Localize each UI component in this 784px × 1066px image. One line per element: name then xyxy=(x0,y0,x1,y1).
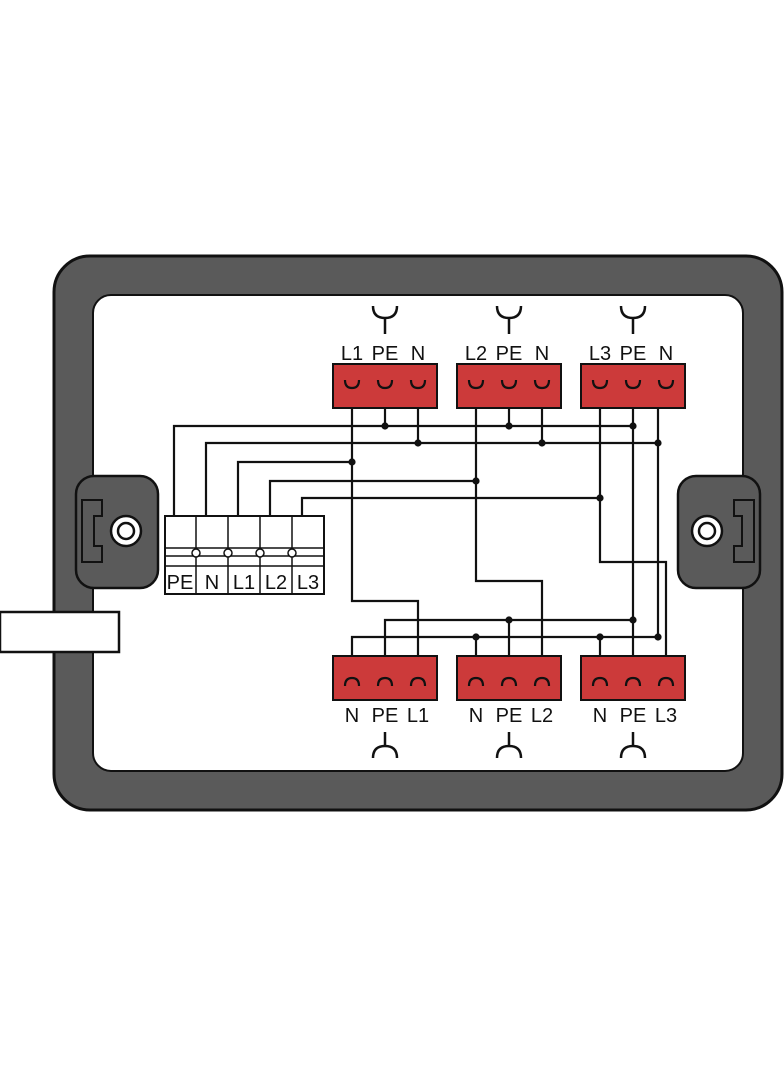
top-connector-3-pin-1: L3 xyxy=(589,343,611,365)
top-connector-3-pin-2: PE xyxy=(620,343,647,365)
pin-clips xyxy=(343,379,675,687)
pin-clip-icon xyxy=(376,676,394,687)
screw-hole-icon xyxy=(109,514,143,548)
junction-dot xyxy=(538,439,546,447)
top-connector-1-pin-3: N xyxy=(411,343,425,365)
top-connector-2-pin-2: PE xyxy=(496,343,523,365)
bottom-connector-1-pin-3: L1 xyxy=(407,705,429,727)
pin-clip-icon xyxy=(657,379,675,390)
terminal-label-l2: L2 xyxy=(265,572,287,594)
pin-clip-icon xyxy=(409,676,427,687)
wire-l3 xyxy=(598,392,668,678)
right-mounting-lug xyxy=(676,474,762,590)
wire-l2-bus xyxy=(268,479,476,518)
pin-clip-icon xyxy=(624,379,642,390)
pin-clip-icon xyxy=(343,379,361,390)
pin-clip-icon xyxy=(467,676,485,687)
junction-dot xyxy=(596,633,604,641)
bottom-connector-3-pin-1: N xyxy=(593,705,607,727)
pin-clip-icon xyxy=(591,379,609,390)
top-connector-3: L3 PE N xyxy=(580,305,686,409)
terminal-block: PE N L1 L2 L3 xyxy=(164,515,325,595)
junction-dot xyxy=(654,439,662,447)
pin-clip-icon xyxy=(467,379,485,390)
junction-dot xyxy=(505,616,513,624)
socket-icon xyxy=(495,305,523,334)
pin-clip-icon xyxy=(591,676,609,687)
terminal-label-l1: L1 xyxy=(233,572,255,594)
junction-dot xyxy=(505,422,513,430)
top-connector-1-pin-2: PE xyxy=(372,343,399,365)
terminal-label-n: N xyxy=(205,572,219,594)
junction-dot xyxy=(472,633,480,641)
bottom-connector-1-pin-1: N xyxy=(345,705,359,727)
junction-dot xyxy=(414,439,422,447)
wire-l3-bus xyxy=(300,496,600,518)
socket-icon xyxy=(619,305,647,334)
pin-clip-icon xyxy=(533,676,551,687)
pin-clip-icon xyxy=(500,379,518,390)
pin-clip-icon xyxy=(343,676,361,687)
pin-clip-icon xyxy=(376,379,394,390)
plug-icon xyxy=(619,732,647,759)
junction-dot xyxy=(348,458,356,466)
bottom-connector-3-pin-2: PE xyxy=(620,705,647,727)
left-mounting-lug xyxy=(74,474,160,590)
bottom-connector-2-pin-3: L2 xyxy=(531,705,553,727)
junction-dot xyxy=(629,422,637,430)
terminal-label-pe: PE xyxy=(167,572,194,594)
bottom-connector-3-pin-3: L3 xyxy=(655,705,677,727)
bottom-connector-1-pin-2: PE xyxy=(372,705,399,727)
top-connector-1-pin-1: L1 xyxy=(341,343,363,365)
top-connector-2-pin-3: N xyxy=(535,343,549,365)
junction-dot xyxy=(654,633,662,641)
side-cable-entry-tab xyxy=(0,610,121,654)
top-connector-3-pin-3: N xyxy=(659,343,673,365)
bottom-connector-2-pin-2: PE xyxy=(496,705,523,727)
wire-n-bus xyxy=(204,441,658,518)
junction-dot xyxy=(381,422,389,430)
screw-hole-icon xyxy=(690,514,724,548)
junction-dot xyxy=(629,616,637,624)
bottom-connector-2-pin-1: N xyxy=(469,705,483,727)
pin-clip-icon xyxy=(657,676,675,687)
pin-clip-icon xyxy=(500,676,518,687)
wire-pe-bus xyxy=(172,424,633,518)
top-connector-1: L1 PE N xyxy=(332,305,438,409)
pin-clip-icon xyxy=(624,676,642,687)
pin-clip-icon xyxy=(533,379,551,390)
socket-icon xyxy=(371,305,399,334)
pin-clip-icon xyxy=(409,379,427,390)
wire-l1 xyxy=(350,392,420,678)
junction-dot xyxy=(596,494,604,502)
wire-l1-bus xyxy=(236,460,352,518)
terminal-label-l3: L3 xyxy=(297,572,319,594)
wire-l2 xyxy=(474,392,544,678)
top-connector-2: L2 PE N xyxy=(456,305,562,409)
plug-icon xyxy=(371,732,399,759)
top-connector-2-pin-1: L2 xyxy=(465,343,487,365)
plug-icon xyxy=(495,732,523,759)
junction-dots xyxy=(348,422,662,641)
junction-dot xyxy=(472,477,480,485)
